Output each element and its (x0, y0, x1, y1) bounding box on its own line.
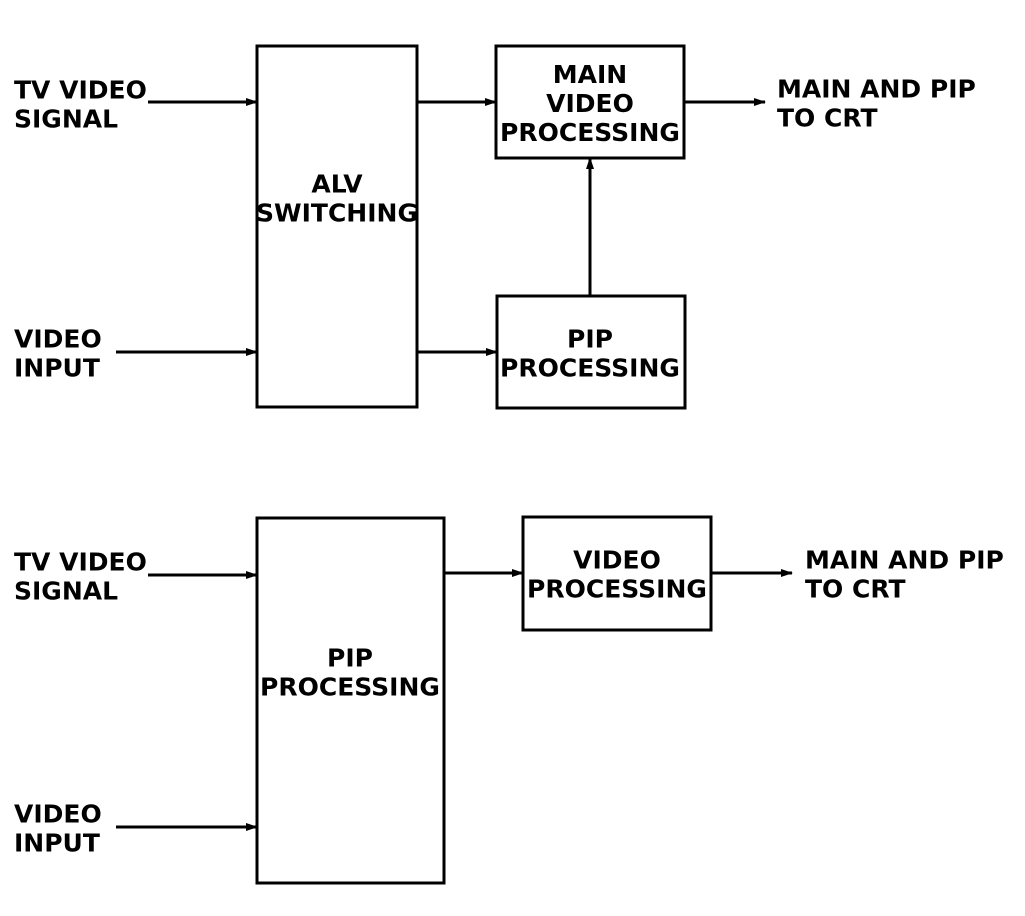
top-pip-processing-label-line: PROCESSING (500, 354, 680, 383)
top-pip-processing-label-line: PIP (567, 325, 613, 354)
bottom-output-label-line: TO CRT (805, 575, 906, 604)
bottom-video-processing-block (521, 515, 713, 632)
bottom-video-input-label-line: INPUT (14, 829, 100, 858)
bottom-tv-video-signal-label-line: SIGNAL (14, 577, 118, 606)
top-alv-switching-label-line: SWITCHING (256, 199, 418, 228)
top-main-video-processing-label-line: MAIN (553, 60, 627, 89)
top-alv-switching-label-line: ALV (311, 170, 363, 199)
bottom-video-input-label-line: VIDEO (14, 800, 102, 829)
bottom-tv-video-signal-label-line: TV VIDEO (14, 548, 147, 577)
top-output-label-line: MAIN AND PIP (777, 75, 976, 104)
top-tv-video-signal-label-line: SIGNAL (14, 105, 118, 134)
top-video-input-label-line: INPUT (14, 354, 100, 383)
top-output-label-line: TO CRT (777, 104, 878, 133)
top-video-input-label-line: VIDEO (14, 325, 102, 354)
top-main-video-processing-label-line: PROCESSING (500, 118, 680, 147)
bottom-video-processing-label-line: VIDEO (573, 546, 661, 575)
bottom-pip-processing-label-line: PIP (327, 644, 373, 673)
bottom-output-label-line: MAIN AND PIP (805, 546, 1004, 575)
bottom-pip-processing-label-line: PROCESSING (260, 673, 440, 702)
top-main-video-processing-label-line: VIDEO (546, 89, 634, 118)
bottom-pip-processing-block (255, 516, 446, 885)
top-alv-switching-block (255, 44, 419, 409)
top-tv-video-signal-label-line: TV VIDEO (14, 76, 147, 105)
bottom-video-processing-label-line: PROCESSING (527, 575, 707, 604)
top-main-video-processing-block (494, 44, 686, 160)
